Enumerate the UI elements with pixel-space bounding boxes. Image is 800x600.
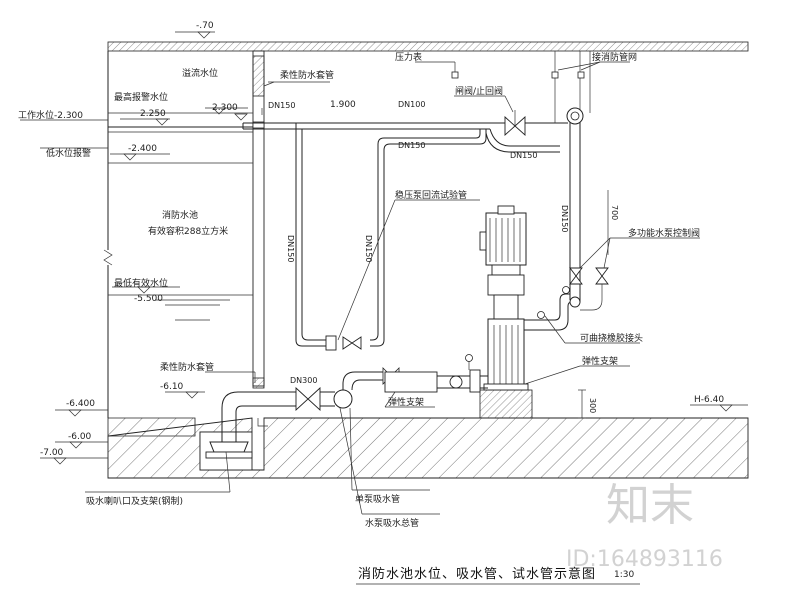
break-mark [103,249,113,266]
leader-lines [40,61,700,515]
discharge-pipe [524,267,609,331]
label-pump-support-right: 弹性支架 [582,355,618,367]
label-dn150-top: DN150 [268,101,295,110]
label-dn150-v1: DN150 [286,235,295,262]
label-capacity: 有效容积288立方米 [148,225,228,237]
gate-check-valve [504,110,526,137]
flex-sleeve [252,377,265,389]
label-dim-700: 700 [610,205,619,220]
dimension-300 [578,389,586,419]
elev-sump: -6.10 [160,382,184,392]
watermark-id: ID:164893116 [566,547,723,572]
label-pump-support-left: 弹性支架 [388,396,424,408]
elevation-markers [20,31,748,465]
elev-right-floor: H-6.40 [694,395,724,405]
label-dn150-v3: DN150 [560,205,569,232]
elev-pit-a: -6.00 [68,432,92,442]
pump-plinth [479,389,533,419]
label-dn150-v2: DN150 [364,235,373,262]
elev-overflow: 2.300 [212,103,238,113]
label-overflow-level: 溢流水位 [182,67,218,79]
label-max-water-level: 最高报警水位 [114,91,168,103]
divider-wall [252,50,265,387]
label-dn300: DN300 [290,376,317,385]
label-suction-bell: 吸水喇叭口及支架(钢制) [86,495,183,507]
elev-max: 2.250 [140,109,166,119]
label-test-pipe: 稳压泵回流试验管 [395,189,467,201]
elev-low-alarm: -2.400 [128,144,157,154]
label-flex-sleeve-top: 柔性防水套管 [280,69,334,81]
water-levels [108,112,253,321]
label-pool: 消防水池 [162,209,198,221]
gauge-icon [451,71,459,79]
label-dn100: DN100 [398,100,425,109]
pump-assembly [479,205,529,391]
drawing-scale: 1:30 [614,570,634,580]
label-single-pump-suction: 单泵吸水管 [355,493,400,505]
label-low-alarm: 低水位报警 [46,147,91,159]
labels: -.70 溢流水位 最高报警水位 2.250 2.300 工作水位-2.300 … [18,21,724,529]
label-reserve: 接消防管网 [592,51,637,63]
label-dn150-b: DN150 [510,151,537,160]
elev-min: -5.500 [134,294,163,304]
label-dim-300: 300 [588,398,597,413]
label-suction-header: 水泵吸水总管 [365,517,419,529]
label-work-level: 工作水位-2.300 [18,109,83,121]
label-min-level: 最低有效水位 [114,277,168,289]
floor-slab [107,417,749,479]
label-gate-check: 闸阀/止回阀 [455,85,503,97]
elev-top: -.70 [196,21,214,31]
label-multi-valve: 多功能水泵控制阀 [628,227,700,239]
label-dn150-a: DN150 [398,141,425,150]
label-pipe-center: 1.900 [330,100,356,110]
label-gauge: 压力表 [395,51,422,63]
label-flex-joint: 可曲挠橡胶接头 [580,332,643,344]
drawing-title: 消防水池水位、吸水管、试水管示意图 [358,566,596,582]
test-valve [325,335,362,351]
suction-pipe [205,354,488,459]
label-flex-sleeve-bottom: 柔性防水套管 [160,361,214,373]
top-pipes [242,51,609,347]
top-slab [107,41,749,52]
watermark-brand: 知末 [606,480,694,531]
tee-fitting [566,107,584,125]
elev-pit-b: -7.00 [40,448,64,458]
suction-bell-icon [209,441,249,453]
elev-floor: -6.400 [66,399,95,409]
